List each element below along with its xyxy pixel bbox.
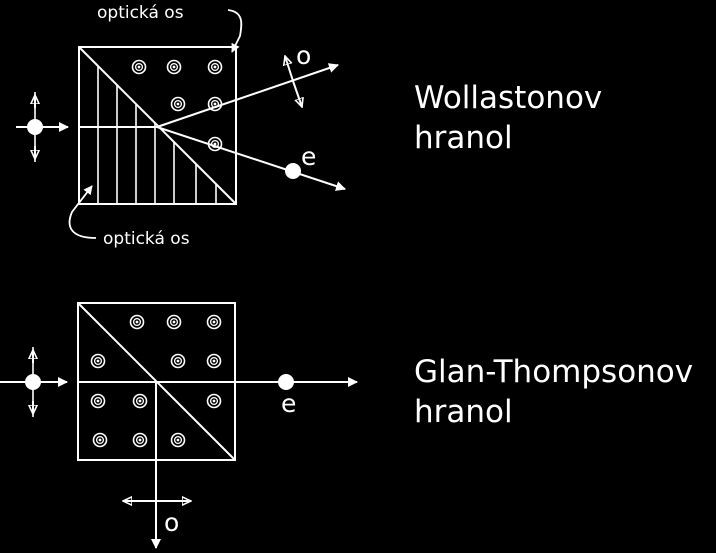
wollaston-prism-body <box>78 46 237 205</box>
wollaston-diagonal <box>78 46 237 205</box>
wollaston-o-label: o <box>296 41 311 70</box>
optic-axis-callout-bottom <box>68 185 97 239</box>
glan-title-line2: hranol <box>414 394 513 430</box>
glan-o-label: o <box>164 508 179 537</box>
e-polarization-dot <box>285 163 301 179</box>
glan-e-polarization-dot <box>278 374 294 390</box>
wollaston-extraordinary-ray <box>156 126 346 191</box>
o-polarization-arrow-down-icon <box>292 80 302 107</box>
wollaston-optic-axis-hatching <box>97 66 217 204</box>
wollaston-prism <box>78 46 237 205</box>
wollaston-title-line1: Wollastonov <box>414 80 602 116</box>
glan-ordinary-ray <box>123 382 191 549</box>
wollaston-optic-axis-dots <box>131 59 223 152</box>
optic-axis-label-top: optická os <box>97 3 184 23</box>
glan-e-label: e <box>281 389 296 418</box>
wollaston-incident-beam <box>16 92 157 162</box>
o-polarization-arrow-up-icon <box>285 56 294 82</box>
wollaston-e-label: e <box>301 142 316 171</box>
wollaston-ordinary-ray <box>156 56 339 128</box>
optic-axis-callout-top <box>227 9 243 53</box>
glan-title-line1: Glan-Thompsonov <box>414 354 693 390</box>
glan-incident-beam <box>0 347 358 417</box>
optic-axis-label-bottom: optická os <box>103 229 190 249</box>
wollaston-title-line2: hranol <box>414 120 513 156</box>
